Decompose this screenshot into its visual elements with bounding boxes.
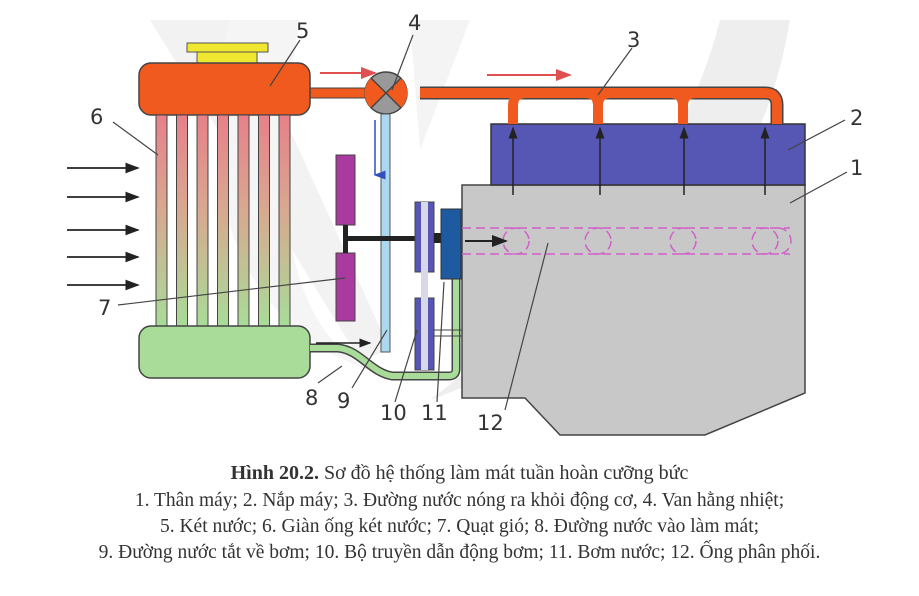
callout-leaders: [112, 34, 848, 411]
air-flow-arrows: [67, 162, 140, 291]
callout-4: 4: [408, 11, 421, 35]
legend-line-2: 5. Két nước; 6. Giàn ống két nước; 7. Qu…: [159, 516, 760, 537]
radiator-core: [155, 114, 291, 327]
hot-flow-arrows: [320, 67, 572, 81]
cylinder-head: [490, 123, 806, 186]
figure-label: Hình 20.2.: [230, 462, 319, 484]
callout-12: 12: [477, 411, 504, 435]
radiator-tube: [217, 114, 229, 327]
tank-to-thermostat-pipe: [307, 87, 369, 99]
figure-title: Hình 20.2. Sơ đồ hệ thống làm mát tuần h…: [0, 458, 919, 488]
legend-line-3: 9. Đường nước tắt về bơm; 10. Bộ truyền …: [98, 542, 821, 563]
lower-tank: [138, 325, 311, 379]
distribution-pipe: [462, 227, 792, 255]
thermostat-valve: [364, 71, 408, 115]
cooling-system-diagram: 1 2 3 4 5 6 7 8 9 10 11 12: [67, 11, 863, 436]
pump-drive-pulley: [414, 201, 443, 371]
callout-11: 11: [421, 401, 448, 425]
callout-3: 3: [627, 28, 640, 52]
figure-title-text: Sơ đồ hệ thống làm mát tuần hoàn cưỡng b…: [323, 462, 689, 484]
cooling-fan: [335, 154, 443, 322]
upper-tank: [138, 62, 311, 116]
callout-6: 6: [90, 105, 103, 129]
bypass-pipe: [380, 113, 391, 353]
radiator-cap-neck: [196, 51, 258, 65]
callout-5: 5: [296, 19, 309, 43]
radiator-cap: [186, 42, 269, 53]
callout-7: 7: [98, 296, 111, 320]
callout-numbers: 1 2 3 4 5 6 7 8 9 10 11 12: [90, 11, 863, 435]
water-pump: [440, 208, 462, 280]
callout-10: 10: [380, 401, 407, 425]
radiator-tube: [176, 114, 188, 327]
hot-water-outlet-pipe: [420, 86, 784, 124]
radiator-tube: [155, 114, 168, 327]
coolant-inlet-pipe-fill: [310, 278, 459, 379]
callout-2: 2: [850, 106, 863, 130]
figure-caption: Hình 20.2. Sơ đồ hệ thống làm mát tuần h…: [0, 455, 919, 566]
engine-block: [461, 184, 806, 436]
callout-8: 8: [305, 386, 318, 410]
callout-9: 9: [337, 389, 350, 413]
radiator-tube: [278, 114, 291, 327]
coolant-rise-arrows: [508, 126, 770, 195]
pump-feed-lines: [434, 329, 462, 337]
radiator-tube: [258, 114, 270, 327]
legend-line-1: 1. Thân máy; 2. Nắp máy; 3. Đường nước n…: [134, 490, 785, 511]
callout-1: 1: [850, 156, 863, 180]
radiator-tube: [237, 114, 250, 327]
